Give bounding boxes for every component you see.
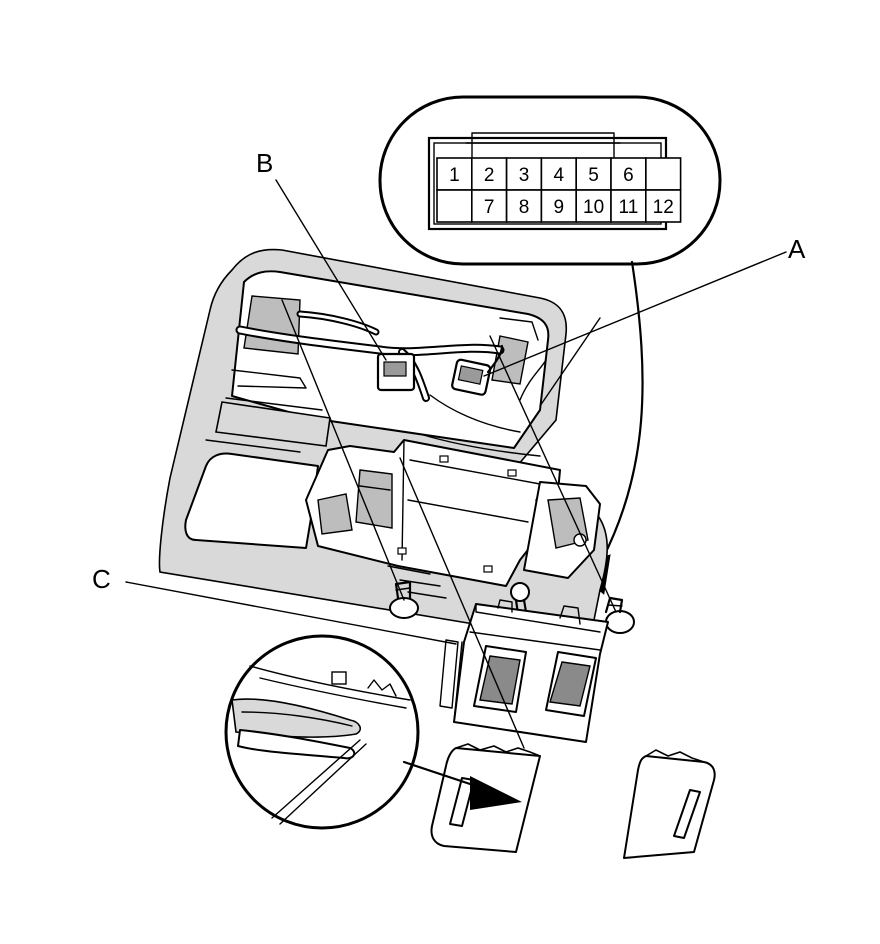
connector-pin-number: 2 bbox=[484, 165, 495, 186]
connector-pin-number: 12 bbox=[653, 197, 674, 218]
callout-b: B bbox=[256, 148, 273, 178]
map-light-unit bbox=[439, 599, 609, 743]
right-mounting-screw bbox=[604, 596, 635, 634]
connector-pin-cavity bbox=[470, 189, 508, 223]
connector-pin-number: 6 bbox=[623, 165, 634, 186]
connector-pin-number: 5 bbox=[588, 165, 599, 186]
connector-pin-number: 10 bbox=[583, 197, 604, 218]
connector-empty-cavity bbox=[644, 157, 682, 191]
connector-pin-cavity bbox=[644, 189, 682, 223]
connector-pin-cavity bbox=[610, 189, 647, 223]
mounting-bracket bbox=[305, 439, 601, 587]
connector-pin-number: 4 bbox=[554, 165, 565, 186]
callout-c: C bbox=[92, 564, 111, 594]
connector-a-plug bbox=[451, 344, 504, 396]
connector-b-plug bbox=[376, 352, 416, 392]
lens-cover-right bbox=[623, 749, 716, 859]
connector-empty-cavity bbox=[436, 189, 473, 223]
connector-pin-number: 3 bbox=[519, 165, 530, 186]
connector-pin-cavity bbox=[505, 157, 543, 191]
leader-lines bbox=[125, 179, 787, 749]
connector-pin-number: 9 bbox=[554, 197, 565, 218]
connector-pin-cavity bbox=[505, 189, 543, 223]
lens-removal-arrow bbox=[470, 776, 522, 810]
connector-pin-cavity bbox=[610, 157, 647, 191]
connector-pin-number: 11 bbox=[619, 197, 639, 218]
connector-pin-number: 8 bbox=[519, 197, 530, 218]
connector-pin-number: 1 bbox=[449, 165, 460, 186]
callout-a: A bbox=[788, 234, 806, 264]
connector-pin-number: 7 bbox=[484, 197, 495, 218]
center-screw bbox=[510, 582, 530, 616]
left-mounting-screw bbox=[389, 580, 419, 619]
removal-detail-circle bbox=[224, 634, 522, 830]
connector-pin-cavity bbox=[436, 157, 473, 191]
